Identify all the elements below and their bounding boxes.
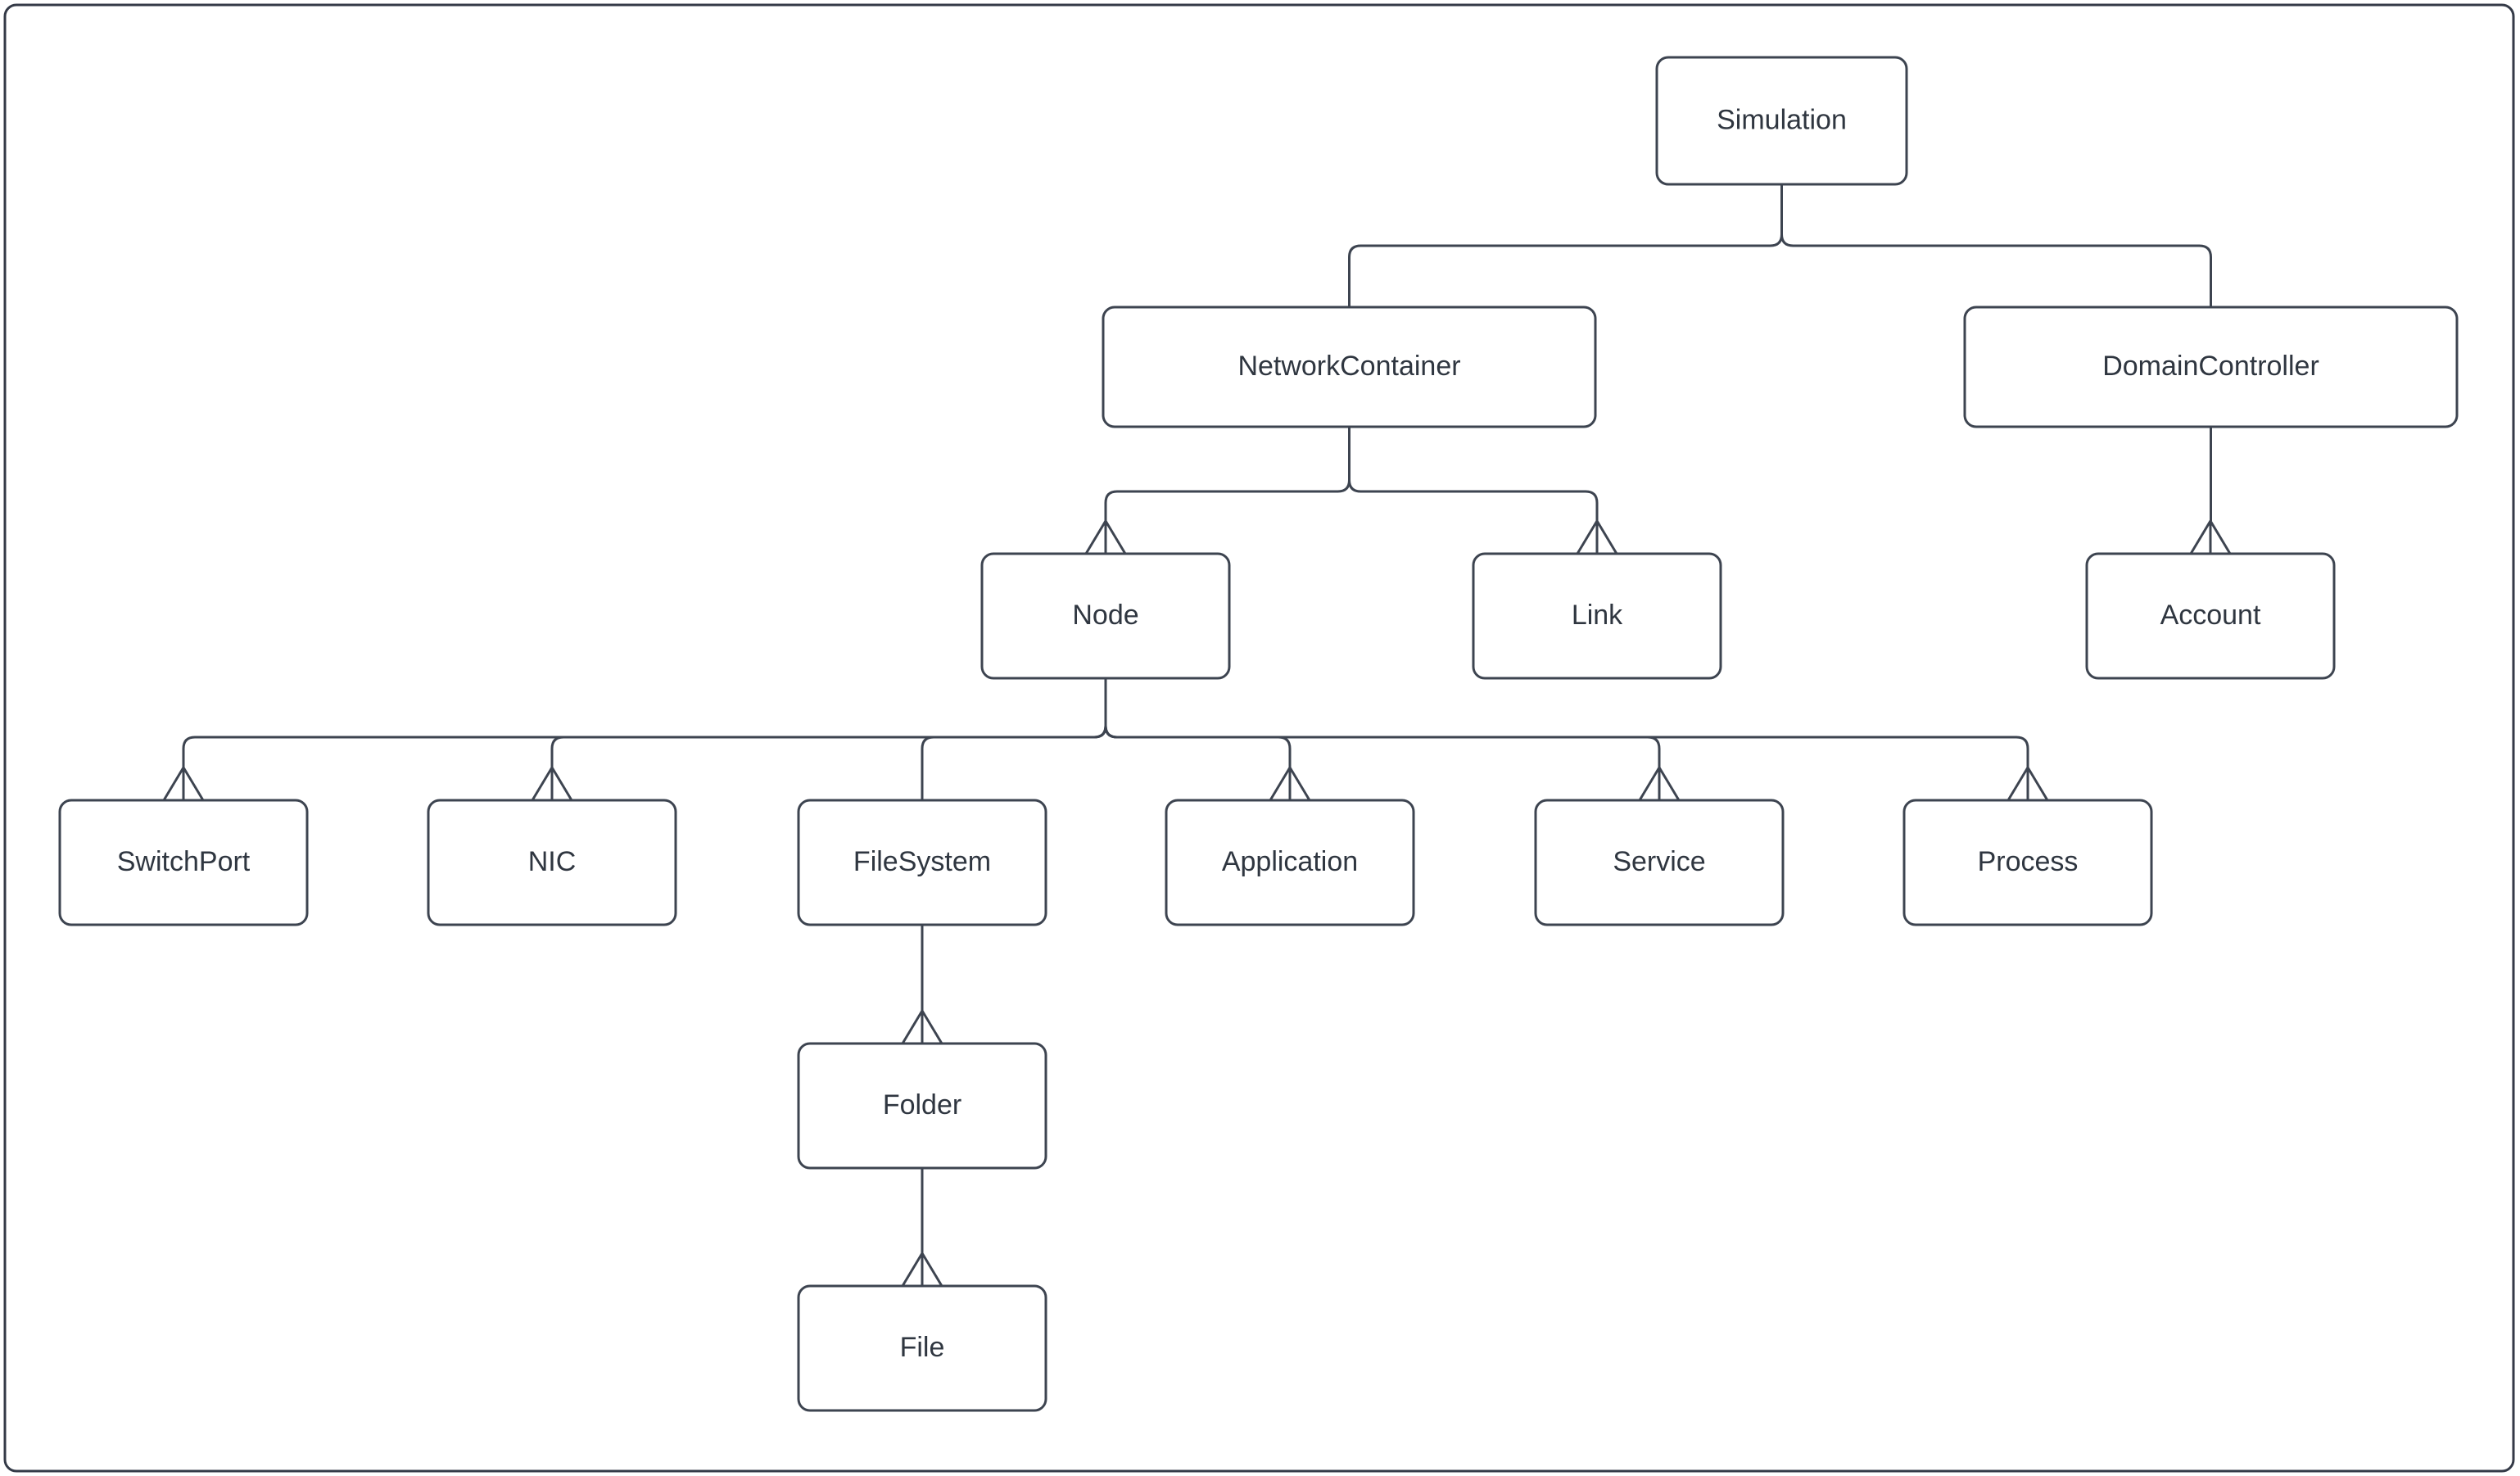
class-node-nic[interactable]: NIC (427, 799, 677, 926)
class-box-link[interactable] (1472, 552, 1722, 680)
edge-simulation-to-domaincontroller (1780, 184, 2212, 307)
class-label-process: Process (1978, 846, 2079, 877)
class-node-folder[interactable]: Folder (797, 1042, 1047, 1170)
class-box-application[interactable] (1165, 799, 1415, 926)
class-node-networkcontainer[interactable]: NetworkContainer (1102, 306, 1597, 428)
class-label-node: Node (1072, 600, 1138, 631)
class-label-application: Application (1222, 846, 1358, 877)
class-node-simulation[interactable]: Simulation (1655, 56, 1908, 186)
edge-node-to-process (1104, 678, 2029, 767)
class-node-domaincontroller[interactable]: DomainController (1963, 306, 2459, 428)
class-label-domaincontroller: DomainController (2102, 351, 2319, 382)
edge-layer (162, 184, 2232, 1287)
class-label-account: Account (2160, 600, 2261, 631)
edge-networkcontainer-to-link (1348, 427, 1599, 521)
class-node-application[interactable]: Application (1165, 799, 1415, 926)
class-label-simulation: Simulation (1717, 104, 1847, 135)
class-label-folder: Folder (883, 1089, 961, 1121)
class-box-service[interactable] (1534, 799, 1785, 926)
class-node-account[interactable]: Account (2085, 552, 2336, 680)
class-box-file[interactable] (797, 1284, 1047, 1412)
class-box-process[interactable] (1902, 799, 2153, 926)
class-node-node[interactable]: Node (980, 552, 1231, 680)
class-box-filesystem[interactable] (797, 799, 1047, 926)
class-box-networkcontainer[interactable] (1102, 306, 1597, 428)
class-node-file[interactable]: File (797, 1284, 1047, 1412)
class-box-node[interactable] (980, 552, 1231, 680)
class-node-process[interactable]: Process (1902, 799, 2153, 926)
class-label-switchport: SwitchPort (117, 846, 251, 877)
class-label-nic: NIC (528, 846, 577, 877)
class-label-file: File (900, 1332, 945, 1363)
class-label-networkcontainer: NetworkContainer (1237, 351, 1460, 382)
class-box-folder[interactable] (797, 1042, 1047, 1170)
class-node-switchport[interactable]: SwitchPort (58, 799, 309, 926)
class-node-filesystem[interactable]: FileSystem (797, 799, 1047, 926)
class-box-account[interactable] (2085, 552, 2336, 680)
class-node-link[interactable]: Link (1472, 552, 1722, 680)
class-box-nic[interactable] (427, 799, 677, 926)
class-label-filesystem: FileSystem (853, 846, 991, 877)
class-label-link: Link (1572, 600, 1623, 631)
class-node-service[interactable]: Service (1534, 799, 1785, 926)
class-box-switchport[interactable] (58, 799, 309, 926)
class-box-domaincontroller[interactable] (1963, 306, 2459, 428)
class-box-simulation[interactable] (1655, 56, 1908, 186)
class-label-service: Service (1613, 846, 1705, 877)
